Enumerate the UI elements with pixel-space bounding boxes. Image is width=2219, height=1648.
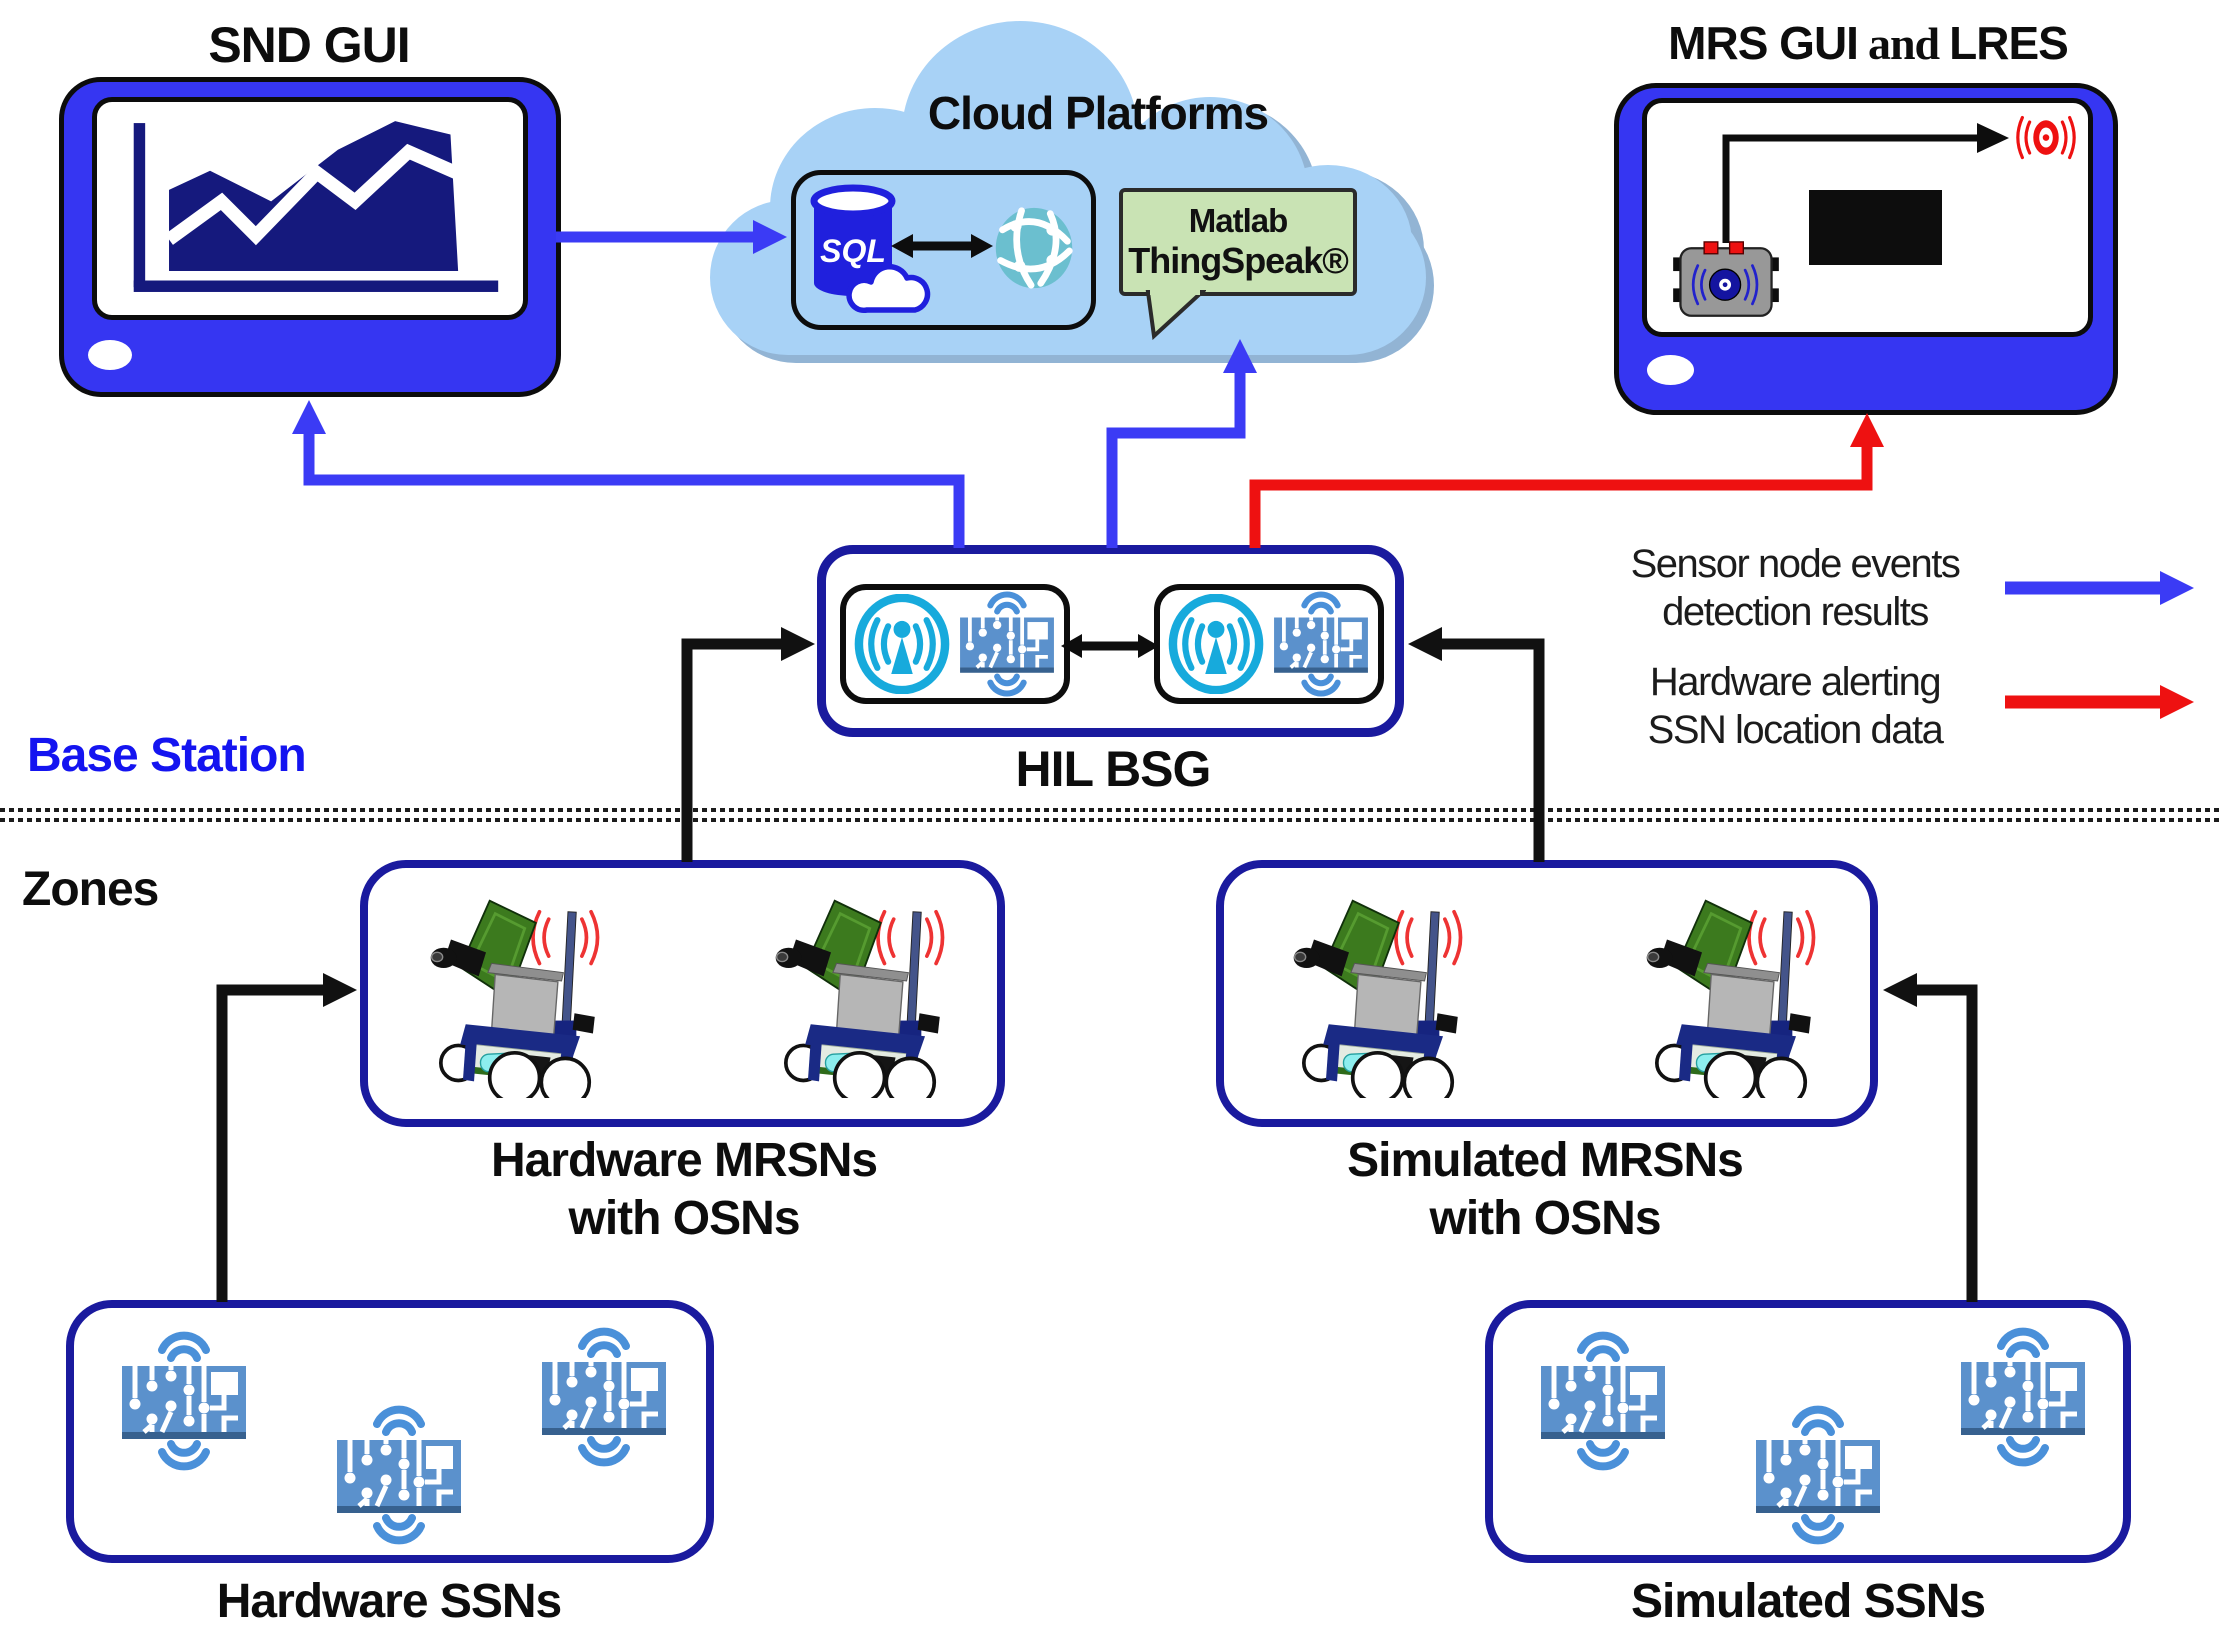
circuit-node-icon bbox=[329, 1400, 469, 1550]
robot-icon bbox=[423, 886, 608, 1098]
hil-bsg-box bbox=[817, 545, 1404, 737]
mrs-gui-monitor bbox=[1614, 83, 2118, 415]
hil-bsg-label: HIL BSG bbox=[1015, 741, 1212, 797]
sql-globe-double-arrow bbox=[891, 234, 993, 258]
mrs-title-suffix: LRES bbox=[1949, 17, 2069, 69]
bubble-line2: ThingSpeak® bbox=[1128, 240, 1349, 281]
circuit-node-icon bbox=[1748, 1400, 1888, 1550]
arrow-simmrsn-to-hil bbox=[1408, 627, 1545, 862]
hardware-ssns-label: Hardware SSNs bbox=[216, 1575, 563, 1628]
chart-icon bbox=[133, 121, 499, 292]
sql-label: SQL bbox=[820, 233, 886, 269]
label-line2: with OSNs bbox=[568, 1192, 800, 1245]
antenna-icon bbox=[1166, 594, 1266, 694]
bubble-tail bbox=[1145, 290, 1206, 340]
hardware-mrsns-label: Hardware MRSNs with OSNs bbox=[384, 1132, 984, 1248]
simulated-ssns-label: Simulated SSNs bbox=[1630, 1575, 1986, 1628]
legend-sensor-line2: detection results bbox=[1662, 590, 1929, 634]
hil-gateway-right bbox=[1154, 584, 1384, 704]
label-line2: with OSNs bbox=[1429, 1192, 1661, 1245]
label-line1: Hardware MRSNs bbox=[490, 1134, 878, 1187]
arrow-simssn-to-simmrsn bbox=[1883, 973, 1978, 1302]
legend-hardware-line2: SSN location data bbox=[1647, 708, 1944, 752]
legend-hardware-alerting: Hardware alerting SSN location data bbox=[1580, 658, 2010, 754]
zones-label: Zones bbox=[22, 863, 159, 916]
mrs-title-prefix: MRS GUI bbox=[1668, 17, 1859, 69]
legend-sensor-events: Sensor node events detection results bbox=[1580, 540, 2010, 636]
power-light bbox=[1647, 355, 1694, 385]
legend-sensor-line1: Sensor node events bbox=[1630, 542, 1961, 586]
mrs-title-and: and bbox=[1867, 18, 1940, 69]
arrow-hwssn-to-hwmrsn bbox=[216, 973, 357, 1302]
snd-gui-monitor bbox=[59, 77, 561, 397]
arrow-hil-to-bubble bbox=[1106, 339, 1257, 548]
sql-cloud-icon bbox=[846, 264, 931, 314]
obstacle-rect bbox=[1809, 190, 1942, 265]
base-station-label: Base Station bbox=[27, 729, 307, 782]
snd-gui-screen bbox=[92, 97, 528, 320]
robot-icon bbox=[768, 886, 953, 1098]
mrs-gui-screen bbox=[1642, 98, 2093, 337]
hardware-ssns-box bbox=[66, 1300, 714, 1563]
simulated-mrsns-label: Simulated MRSNs with OSNs bbox=[1245, 1132, 1845, 1248]
rover-top-icon bbox=[1670, 241, 1782, 323]
circuit-node-icon bbox=[954, 584, 1060, 704]
snd-gui-title: SND GUI bbox=[208, 17, 410, 73]
alarm-beacon-icon bbox=[2014, 113, 2078, 163]
legend-hardware-line1: Hardware alerting bbox=[1649, 660, 1942, 704]
cloud-title: Cloud Platforms bbox=[927, 87, 1269, 139]
antenna-icon bbox=[852, 594, 952, 694]
circuit-node-icon bbox=[114, 1326, 254, 1476]
circuit-node-icon bbox=[534, 1322, 674, 1472]
simulated-mrsns-box bbox=[1216, 860, 1878, 1127]
bubble-line1: Matlab bbox=[1188, 202, 1289, 239]
circuit-node-icon bbox=[1268, 584, 1374, 704]
label-line1: Simulated MRSNs bbox=[1347, 1134, 1744, 1187]
hardware-mrsns-box bbox=[360, 860, 1005, 1127]
simulated-ssns-box bbox=[1485, 1300, 2131, 1563]
separator-dotted-line bbox=[0, 818, 2219, 822]
circuit-node-icon bbox=[1953, 1322, 2093, 1472]
power-light bbox=[88, 340, 132, 370]
arrow-hwmrsn-to-hil bbox=[681, 627, 815, 862]
hil-gateway-left bbox=[840, 584, 1070, 704]
robot-icon bbox=[1286, 886, 1471, 1098]
thingspeak-bubble: Matlab ThingSpeak® bbox=[1119, 188, 1357, 296]
cloud-services-box bbox=[791, 170, 1096, 330]
circuit-node-icon bbox=[1533, 1326, 1673, 1476]
separator-dotted-line bbox=[0, 808, 2219, 812]
internet-globe-icon bbox=[991, 205, 1077, 291]
arrow-hil-to-snd bbox=[292, 400, 965, 548]
robot-icon bbox=[1639, 886, 1824, 1098]
arrow-hil-to-mrs bbox=[1249, 413, 1884, 548]
hil-double-arrow bbox=[1061, 634, 1159, 658]
